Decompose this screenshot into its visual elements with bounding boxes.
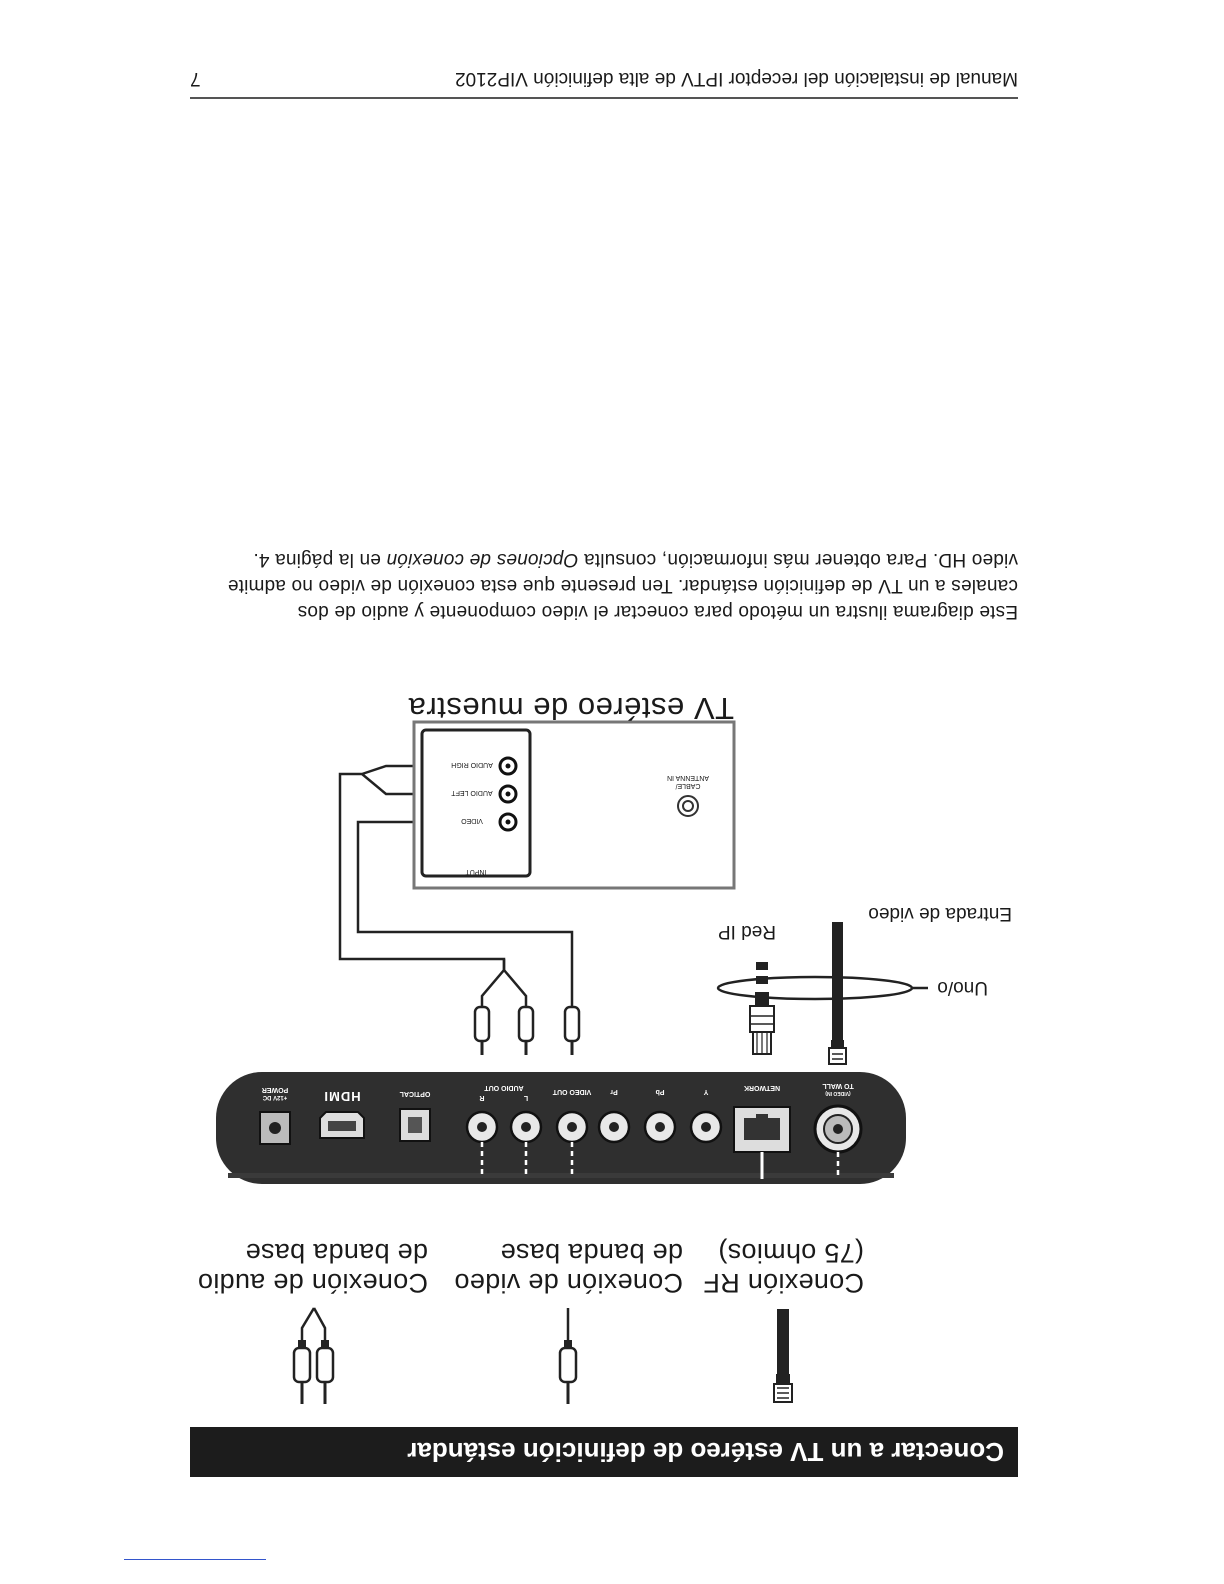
power-jack <box>259 1111 291 1145</box>
audio-out-label: AUDIO OUT <box>484 1084 524 1091</box>
pb-label: Pb <box>656 1088 665 1095</box>
rca-audio-legend-icon <box>292 1307 335 1404</box>
port-guide-lines <box>480 1142 840 1179</box>
header-rule <box>190 97 1018 99</box>
one-or-callout: Uno/o <box>937 977 988 998</box>
hdmi-logo-label: HDMI <box>323 1089 360 1104</box>
power-label: POWER <box>262 1086 288 1093</box>
video-out-label: VIDEO OUT <box>552 1088 591 1095</box>
tv-audio-left-label: AUDIO LEFT <box>451 789 493 796</box>
audio-out-ports <box>465 1110 543 1144</box>
body-line-3-end: en la página 4. <box>253 549 387 570</box>
tv-antenna-label-2: ANTENNA IN <box>667 774 709 781</box>
body-line-1: Este diagrama ilustra un método para con… <box>297 601 1018 622</box>
connection-options-reference: Opciones de conexión <box>386 549 579 570</box>
ethernet-cable <box>749 962 775 1055</box>
page-number: 7 <box>190 68 201 89</box>
receiver-back-panel: TO WALL (VIDEO IN) NETWORK Y Pb Pr VIDEO… <box>216 1072 906 1184</box>
pr-label: Pr <box>610 1088 618 1095</box>
component-video-ports <box>597 1110 723 1144</box>
network-label: NETWORK <box>744 1084 780 1091</box>
optical-label: OPTICAL <box>399 1090 430 1097</box>
hdmi-port <box>319 1111 365 1139</box>
video-input-callout: Entrada de video <box>868 903 1012 924</box>
optical-port <box>399 1108 431 1142</box>
to-wall-label: TO WALL <box>822 1082 854 1089</box>
tv-video-port-label: VIDEO <box>461 817 483 824</box>
to-wall-coax-port <box>813 1104 863 1154</box>
tv-audio-right-label: AUDIO RIGH <box>451 761 493 768</box>
coax-legend-icon <box>773 1309 793 1403</box>
body-paragraph: Este diagrama ilustra un método para con… <box>193 546 1018 624</box>
rca-video-legend-icon <box>558 1308 578 1404</box>
tv-title: TV estéreo de muestra <box>408 691 734 726</box>
running-title: Manual de instalación del receptor IPTV … <box>455 68 1018 89</box>
to-wall-sub-label: (VIDEO IN) <box>825 1090 851 1096</box>
body-line-3-start: video HD. Para obtener más información, … <box>578 549 1018 570</box>
tv-antenna-label-1: CABLE/ <box>675 782 700 789</box>
power-sub-label: +12V DC <box>262 1094 287 1100</box>
grouping-ellipse <box>716 975 914 1001</box>
network-port <box>733 1106 791 1153</box>
tv-input-label: INPUT <box>465 868 487 875</box>
body-line-3: video HD. Para obtener más información, … <box>193 546 1018 572</box>
coax-cable <box>828 922 847 1065</box>
y-label: Y <box>703 1088 708 1095</box>
audio-r-label: R <box>479 1094 484 1101</box>
body-line-2: canales a un TV de definición estándar. … <box>227 575 1018 596</box>
ip-network-callout: Red IP <box>718 921 776 942</box>
video-out-port <box>555 1110 589 1144</box>
audio-l-label: L <box>523 1094 528 1101</box>
tv-back-panel: CABLE/ ANTENNA IN INPUT VIDEO AUDIO LEFT… <box>412 720 736 890</box>
